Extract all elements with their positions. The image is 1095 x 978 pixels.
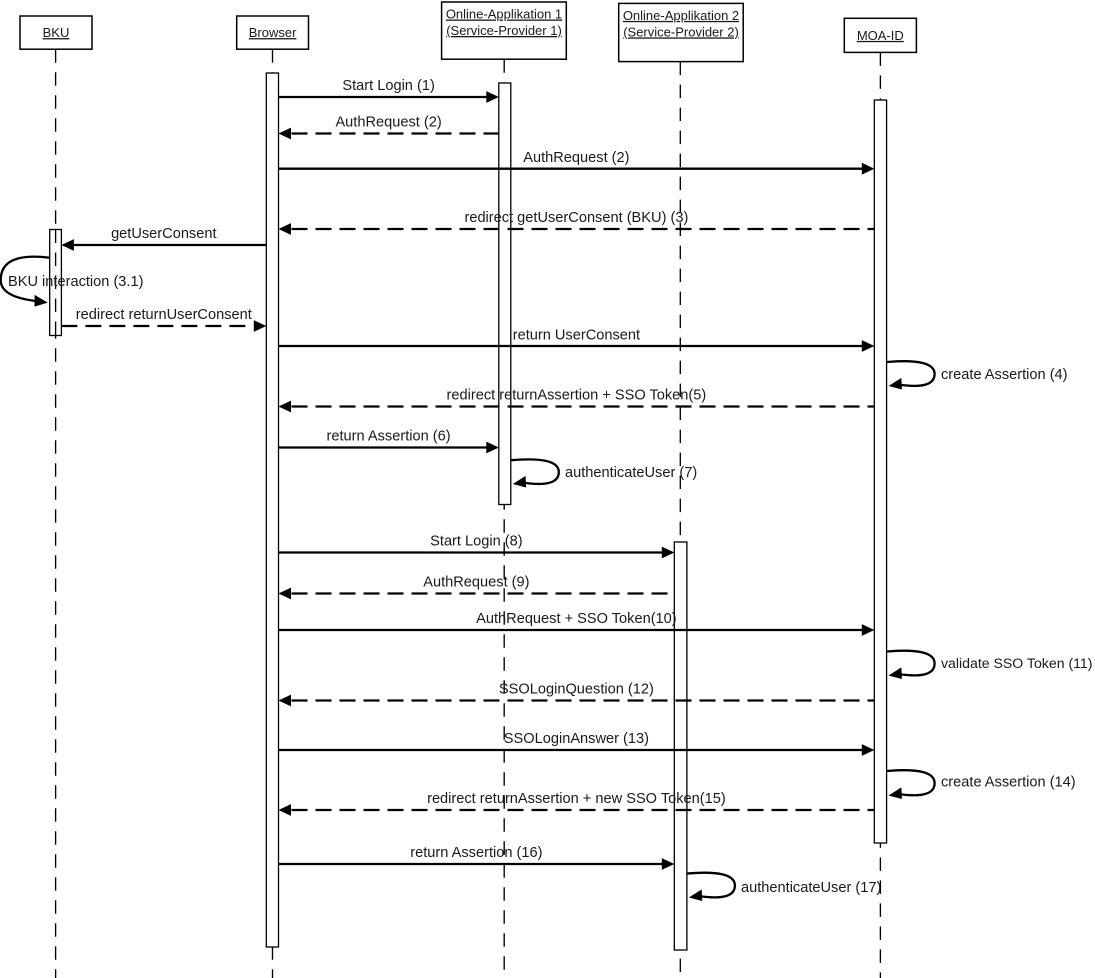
svg-text:redirect returnAssertion + SSO: redirect returnAssertion + SSO Token(5) xyxy=(447,388,707,404)
svg-text:Online-Applikation 2: Online-Applikation 2 xyxy=(623,8,739,23)
svg-text:(Service-Provider 2): (Service-Provider 2) xyxy=(623,24,739,39)
svg-text:AuthRequest + SSO Token(10): AuthRequest + SSO Token(10) xyxy=(476,611,677,627)
svg-text:authenticateUser (7): authenticateUser (7) xyxy=(565,465,697,481)
svg-text:return Assertion (6): return Assertion (6) xyxy=(327,429,451,445)
svg-text:authenticateUser (17): authenticateUser (17) xyxy=(741,880,881,896)
svg-text:BKU: BKU xyxy=(43,25,70,40)
svg-text:SSOLoginAnswer (13): SSOLoginAnswer (13) xyxy=(504,731,649,747)
svg-text:Start Login (1): Start Login (1) xyxy=(342,78,434,94)
svg-text:MOA-ID: MOA-ID xyxy=(857,28,904,43)
svg-text:SSOLoginQuestion (12): SSOLoginQuestion (12) xyxy=(499,682,654,698)
svg-text:validate SSO Token (11): validate SSO Token (11) xyxy=(941,655,1092,671)
svg-text:AuthRequest (2): AuthRequest (2) xyxy=(523,150,629,166)
svg-text:create Assertion (14): create Assertion (14) xyxy=(941,775,1076,791)
svg-text:return Assertion (16): return Assertion (16) xyxy=(410,845,542,861)
svg-text:Online-Applikation 1: Online-Applikation 1 xyxy=(446,7,562,22)
svg-text:return UserConsent: return UserConsent xyxy=(513,328,640,344)
svg-text:redirect returnUserConsent: redirect returnUserConsent xyxy=(76,307,252,323)
svg-text:AuthRequest (2): AuthRequest (2) xyxy=(335,115,441,131)
svg-text:redirect returnAssertion + new: redirect returnAssertion + new SSO Token… xyxy=(427,791,726,807)
svg-text:(Service-Provider 1): (Service-Provider 1) xyxy=(446,23,562,38)
svg-text:BKU interaction (3.1): BKU interaction (3.1) xyxy=(8,274,143,290)
svg-text:Browser: Browser xyxy=(249,25,297,40)
svg-text:AuthRequest (9): AuthRequest (9) xyxy=(423,575,529,591)
svg-text:Start Login (8): Start Login (8) xyxy=(430,534,522,550)
svg-text:redirect getUserConsent (BKU): redirect getUserConsent (BKU) (3) xyxy=(464,210,688,226)
svg-text:create Assertion (4): create Assertion (4) xyxy=(941,367,1068,383)
svg-text:getUserConsent: getUserConsent xyxy=(111,226,216,242)
